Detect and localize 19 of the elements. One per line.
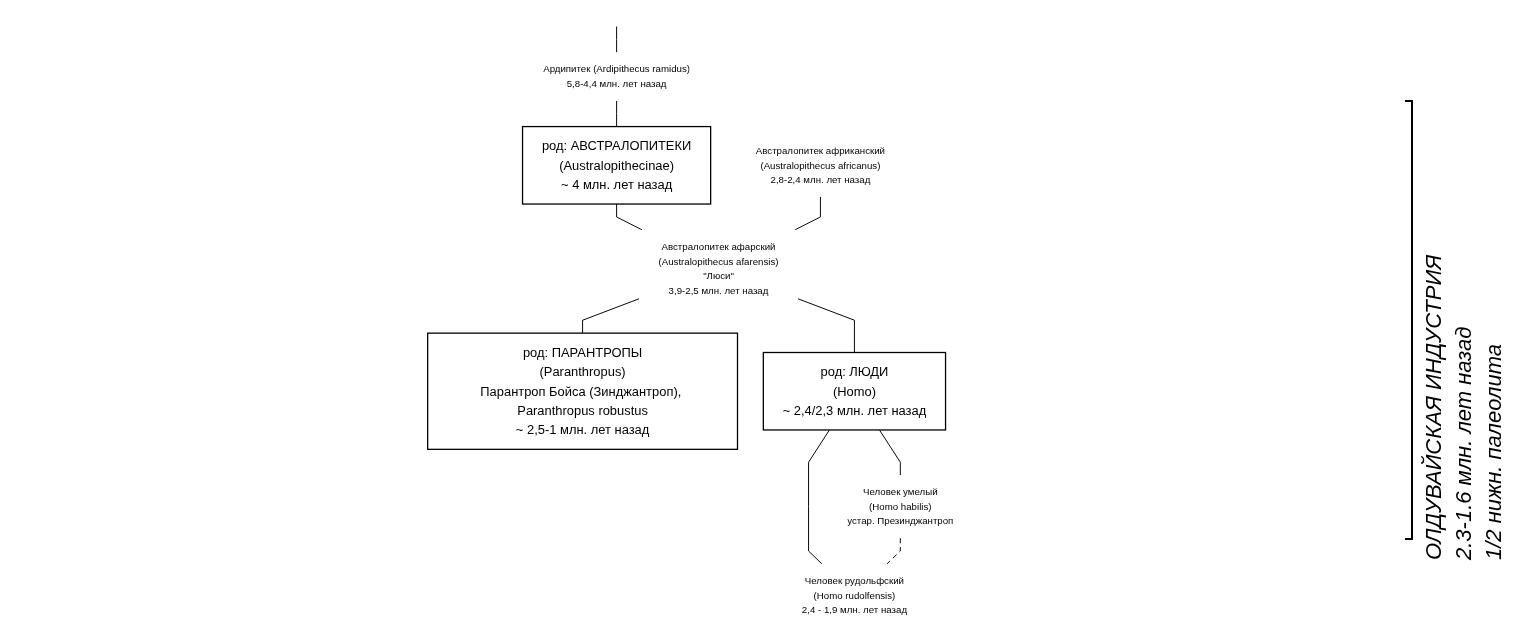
connector bbox=[615, 26, 617, 53]
node-box: род: АВСТРАЛОПИТЕКИ (Australopithecinae) ~ 4 млн. лет назад bbox=[521, 125, 712, 205]
connector bbox=[878, 429, 901, 476]
rotated-note: ОЛДУВАЙСКАЯ ИНДУСТРИЯ bbox=[1421, 254, 1447, 560]
node-text: Ардипитек (Ardipithecus ramidus) 5,8-4,4 млн. лет назад bbox=[542, 63, 690, 89]
node-text: Австралопитек африканский (Australopithecus africanus) 2,8-2,4 млн. лет назад bbox=[755, 144, 885, 185]
connector bbox=[615, 203, 643, 231]
node-text: Человек рудольфский (Homo rudolfensis) 2,4 - 1,9 млн. лет назад bbox=[801, 574, 907, 615]
rotated-note: 1/2 нижн. палеолита bbox=[1481, 344, 1507, 560]
connector bbox=[615, 100, 617, 128]
connector bbox=[797, 298, 855, 353]
connector bbox=[886, 537, 901, 565]
node-box: род: ЛЮДИ (Homo) ~ 2,4/2,3 млн. лет назад bbox=[762, 351, 946, 431]
connector bbox=[581, 298, 640, 334]
node-text: Австралопитек афарский (Australopithecus afarensis) "Люси" 3,9-2,5 млн. лет назад bbox=[658, 240, 779, 296]
rotated-note: 2.3-1.6 млн. лет назад bbox=[1451, 326, 1477, 560]
connector bbox=[807, 429, 830, 565]
node-text: Человек умелый (Homo habilis) устар. Презинджантроп bbox=[847, 486, 954, 527]
node-box: род: ПАРАНТРОПЫ (Paranthropus) Парантроп Бойса (Зинджантроп), Paranthropus robustus ~ 2,5-1 млн. лет назад bbox=[426, 332, 738, 450]
